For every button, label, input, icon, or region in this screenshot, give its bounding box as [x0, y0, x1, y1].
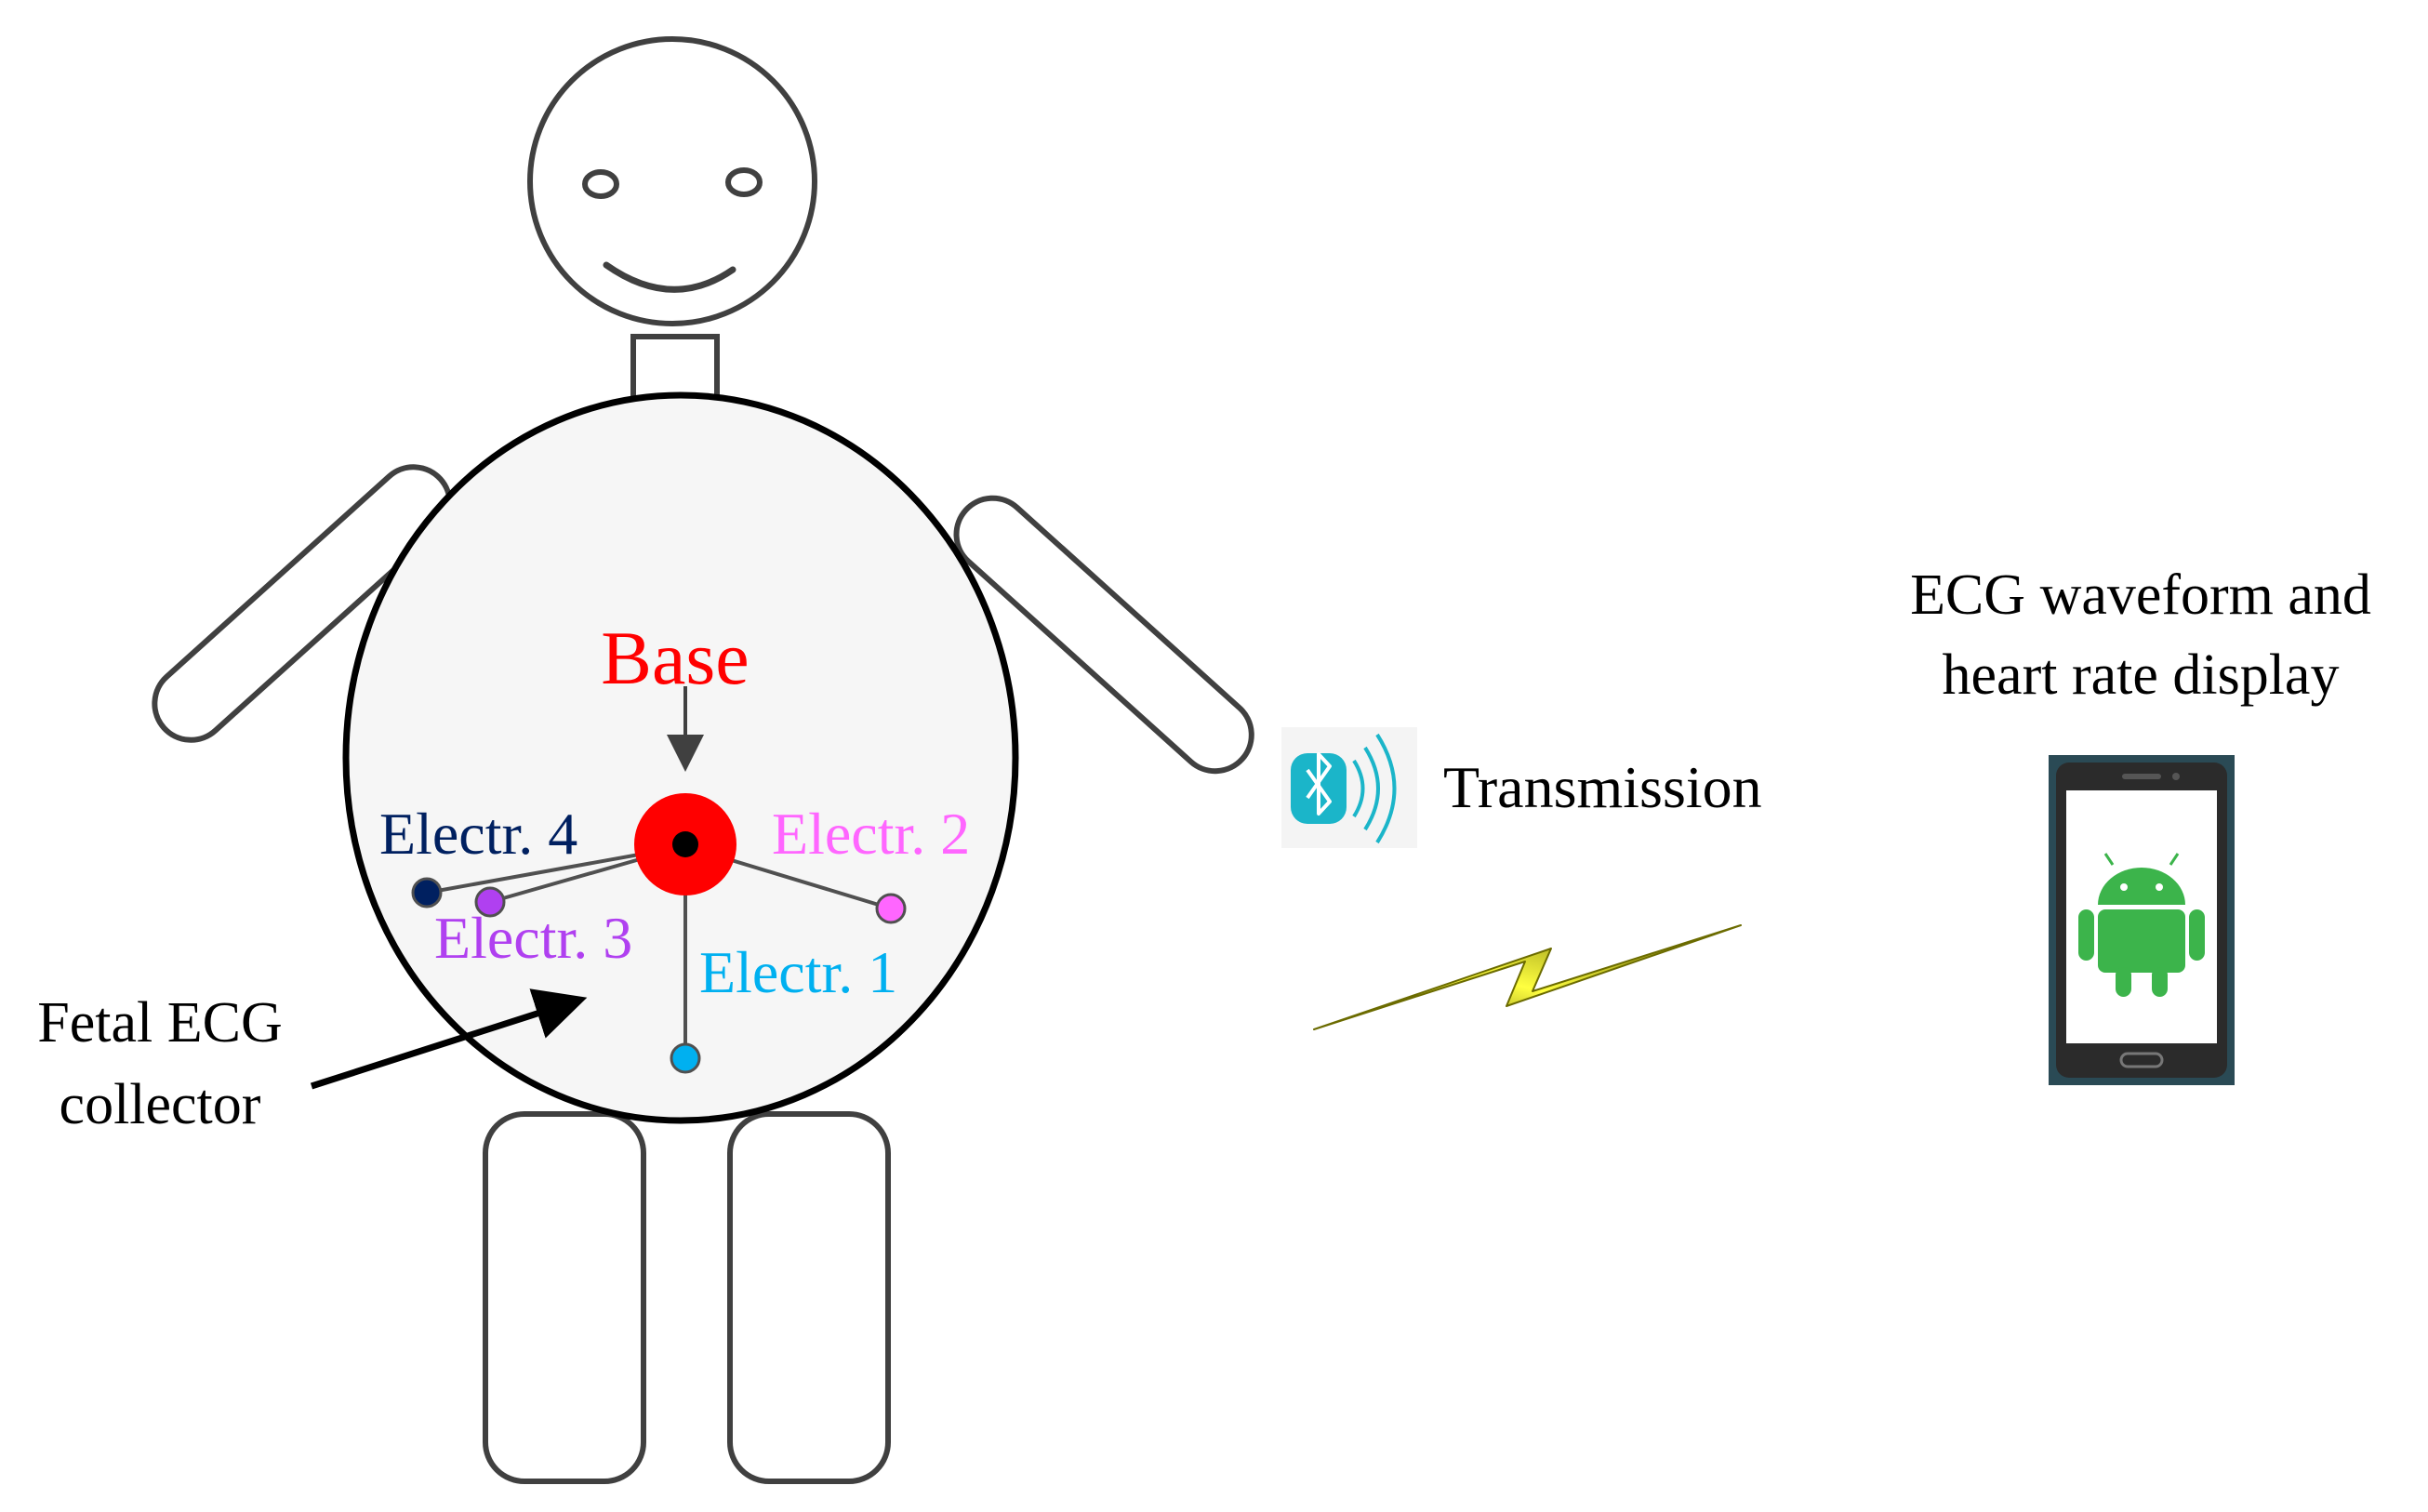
base-center-dot [672, 831, 698, 857]
right-leg [727, 1111, 891, 1484]
electrode-1-label: Electr. 1 [699, 939, 897, 1005]
base-label: Base [601, 616, 749, 700]
electrode-1-node [670, 1042, 701, 1074]
bluetooth-icon [1281, 727, 1417, 848]
collector-arrow [310, 988, 588, 1090]
left-leg [483, 1111, 646, 1484]
human-figure [152, 36, 1254, 1484]
collector-label-line2: collector [60, 1073, 261, 1136]
body-torso [342, 391, 1019, 1124]
display-label-line1: ECG waveform and [1910, 564, 2371, 627]
electrode-2-label: Electr. 2 [772, 801, 970, 867]
right-eye [725, 167, 763, 197]
left-eye [582, 169, 619, 199]
left-arm [152, 464, 453, 743]
electrode-4-node [411, 877, 443, 909]
smile [603, 261, 736, 293]
collector-label-line1: Fetal ECG [37, 991, 282, 1054]
head [527, 36, 817, 326]
android-robot-icon [2078, 853, 2205, 997]
display-label-line2: heart rate display [1943, 643, 2340, 707]
electrode-3-label: Electr. 3 [434, 905, 632, 971]
electrode-3-node [474, 886, 506, 918]
transmission-label: Transmission [1443, 754, 1762, 820]
right-arm [953, 495, 1254, 775]
electrode-2-node [875, 893, 907, 924]
lightning-bolt-icon [1313, 924, 1742, 1030]
electrode-4-label: Electr. 4 [379, 801, 577, 867]
